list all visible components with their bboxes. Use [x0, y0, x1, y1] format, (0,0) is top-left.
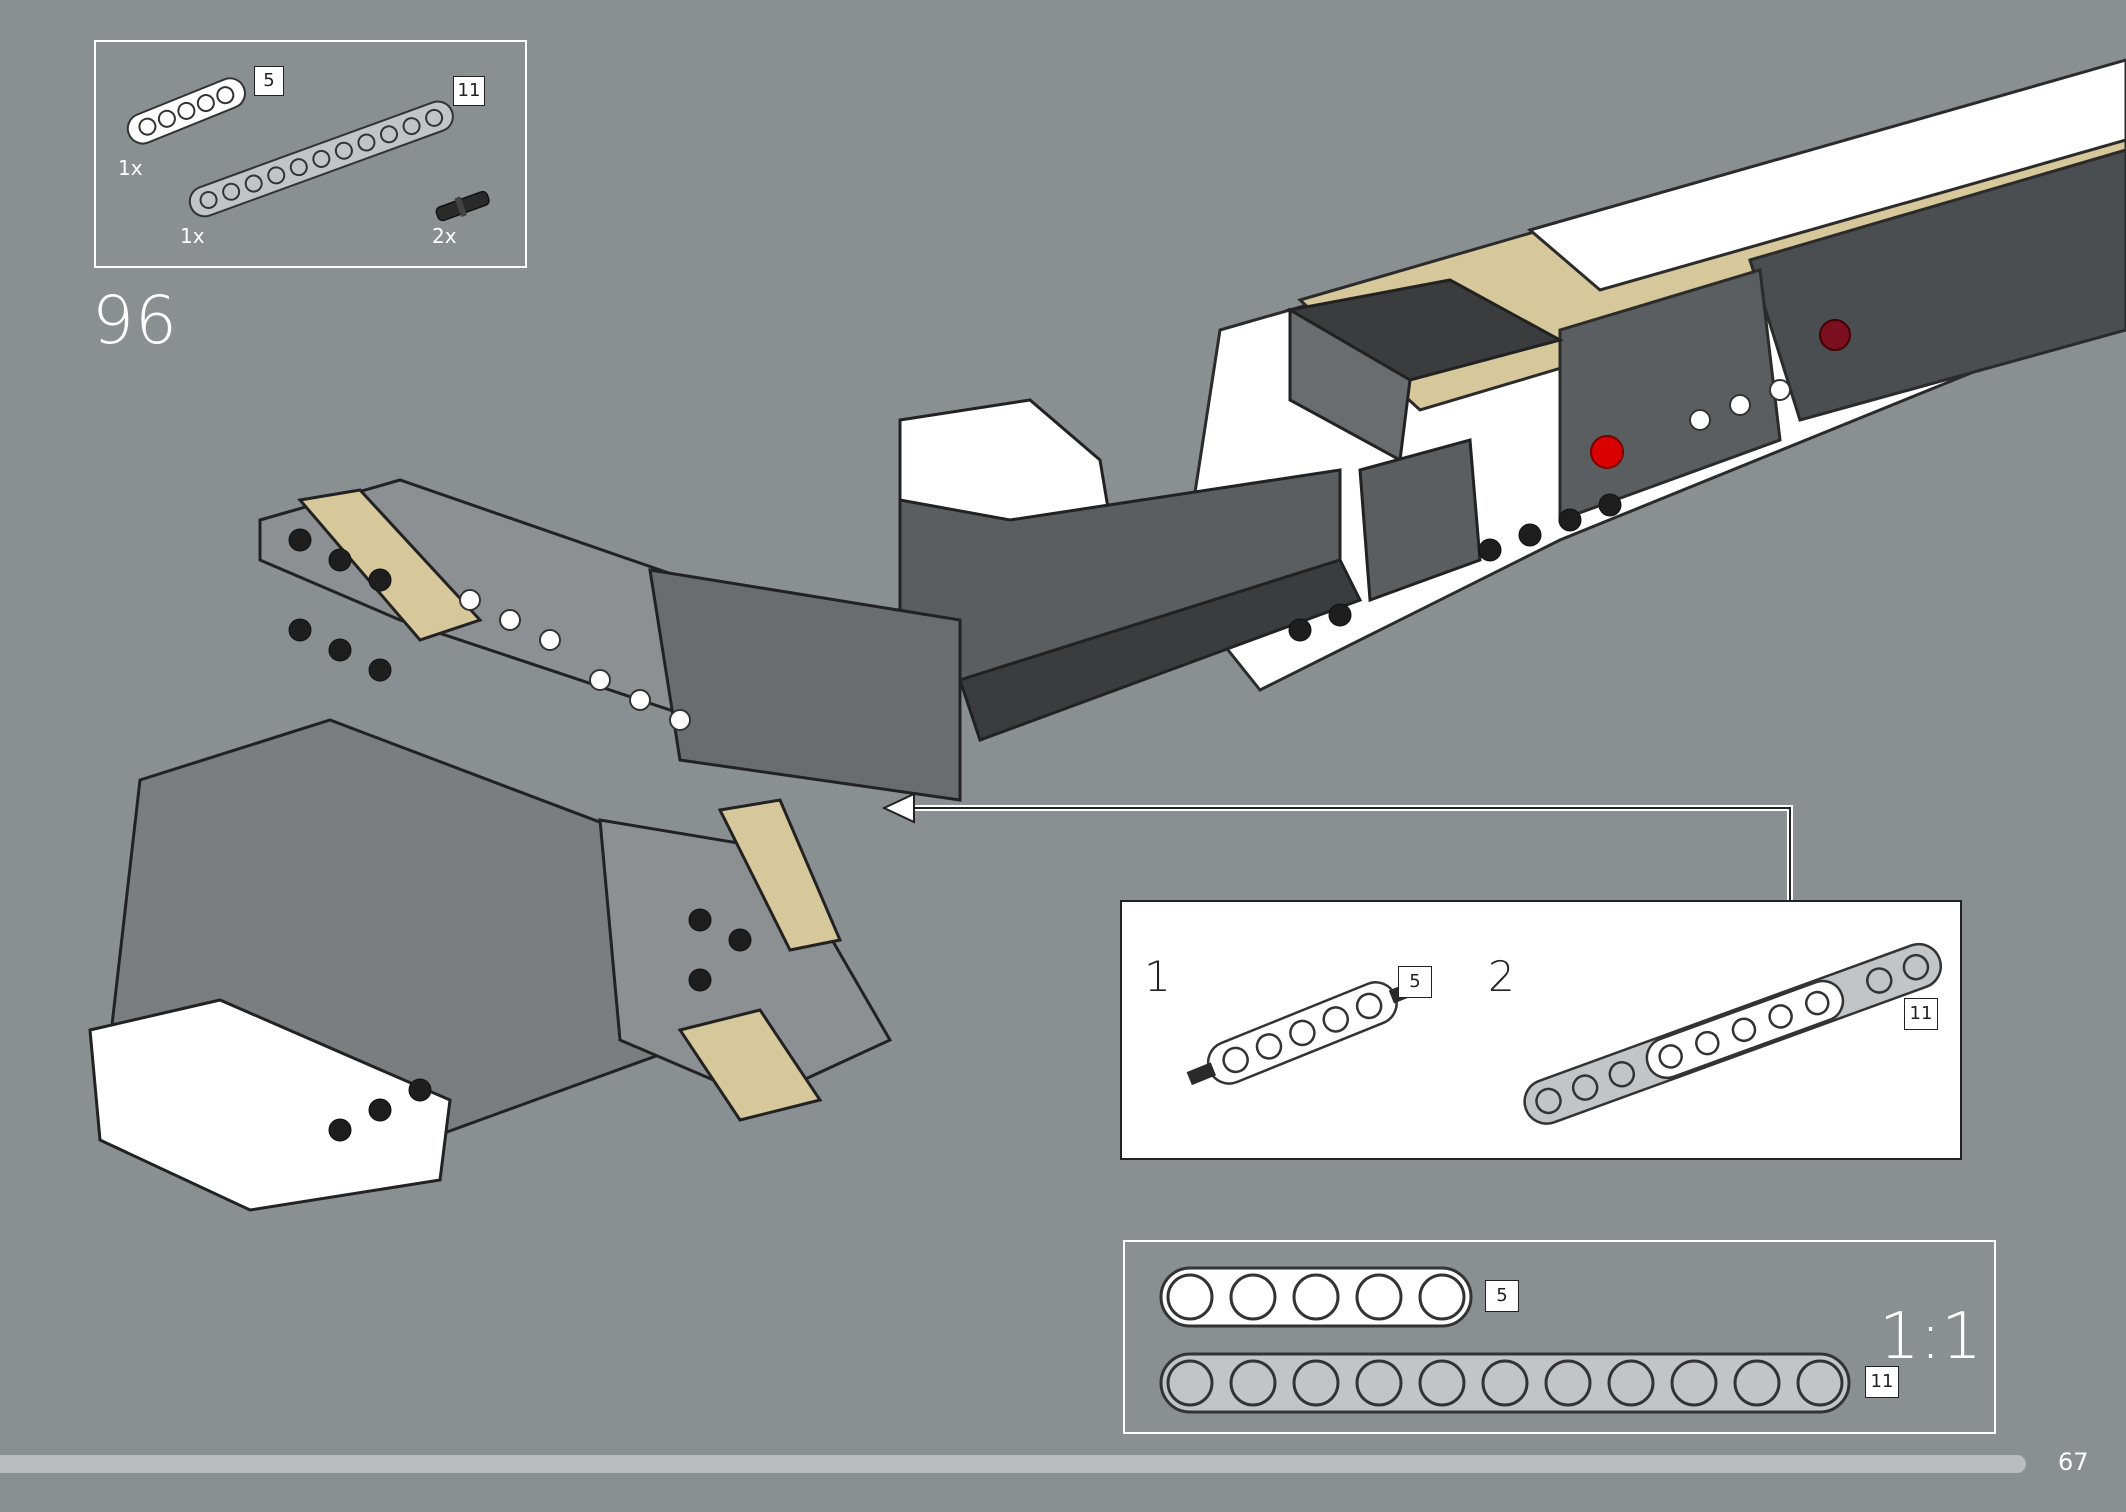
scale-beam-11 [1159, 1352, 1851, 1414]
part-length-tag: 5 [254, 66, 284, 96]
technic-pin-icon [435, 190, 490, 222]
part-qty: 1x [118, 156, 143, 180]
substep-number: 1 [1144, 952, 1171, 1001]
parts-list-box: 5 1x 11 1x 2x [94, 40, 527, 268]
scale-length-tag: 11 [1865, 1366, 1899, 1398]
scale-label: 1:1 [1879, 1300, 1982, 1374]
gray-beam-11-icon [188, 100, 454, 218]
substep-length-tag: 5 [1398, 966, 1432, 998]
model-illustration [88, 58, 2126, 1212]
part-length-tag: 11 [453, 76, 485, 106]
substep-2-beams-icon [1523, 942, 1942, 1125]
scale-reference-box: 5 11 1:1 [1123, 1240, 1996, 1434]
page-number: 67 [2058, 1448, 2089, 1476]
substep-callout-box: 1 5 2 11 [1120, 900, 1962, 1160]
scale-beam-5 [1159, 1266, 1473, 1328]
substep-number: 2 [1488, 952, 1515, 1001]
part-qty: 1x [180, 224, 205, 248]
substep-1-beam-icon [1186, 980, 1419, 1086]
white-beam-5-icon [126, 77, 246, 145]
scale-length-tag: 5 [1485, 1280, 1519, 1312]
substep-length-tag: 11 [1904, 998, 1938, 1030]
part-qty: 2x [432, 224, 457, 248]
step-number: 96 [92, 282, 178, 359]
page-progress-bar [0, 1455, 2026, 1473]
